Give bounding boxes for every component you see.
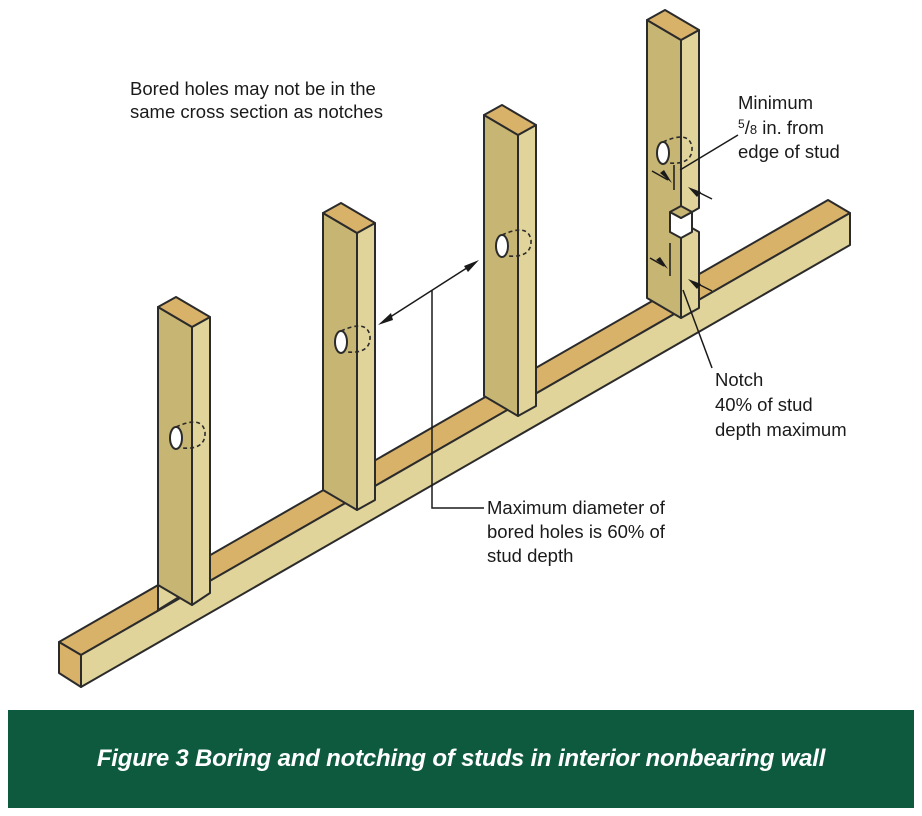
- caption-bar: Figure 3 Boring and notching of studs in…: [8, 710, 914, 808]
- figure-caption: Figure 3 Boring and notching of studs in…: [96, 745, 826, 772]
- cross-section-note: Bored holes may not be in the same cross…: [130, 78, 383, 122]
- bored-hole-note: Maximum diameter of bored holes is 60% o…: [487, 497, 670, 566]
- min-edge-note: Minimum 5/8 in. from edge of stud: [738, 92, 840, 162]
- stud-wall-diagram: Bored holes may not be in the same cross…: [58, 9, 851, 688]
- svg-text:edge of stud: edge of stud: [738, 141, 840, 162]
- svg-text:Minimum: Minimum: [738, 92, 813, 113]
- bored-hole-leader: [431, 290, 484, 509]
- bored-hole-stud-2: [334, 325, 371, 354]
- edge-distance-marker: [651, 134, 739, 200]
- bored-hole-stud-3: [495, 229, 532, 258]
- bored-hole-stud-4: [656, 136, 693, 165]
- notch-note: Notch 40% of stud depth maximum: [715, 369, 847, 440]
- stud-2: [322, 202, 376, 511]
- stud-1: [157, 296, 211, 611]
- stud-3: [483, 104, 537, 417]
- stud-4-notched: [646, 9, 700, 319]
- svg-text:5/8 in. from: 5/8 in. from: [738, 117, 824, 138]
- bottom-plate: [58, 199, 851, 688]
- spacing-arrow: [378, 260, 479, 325]
- notch-depth-marker: [649, 243, 713, 369]
- bored-hole-stud-1: [169, 421, 206, 450]
